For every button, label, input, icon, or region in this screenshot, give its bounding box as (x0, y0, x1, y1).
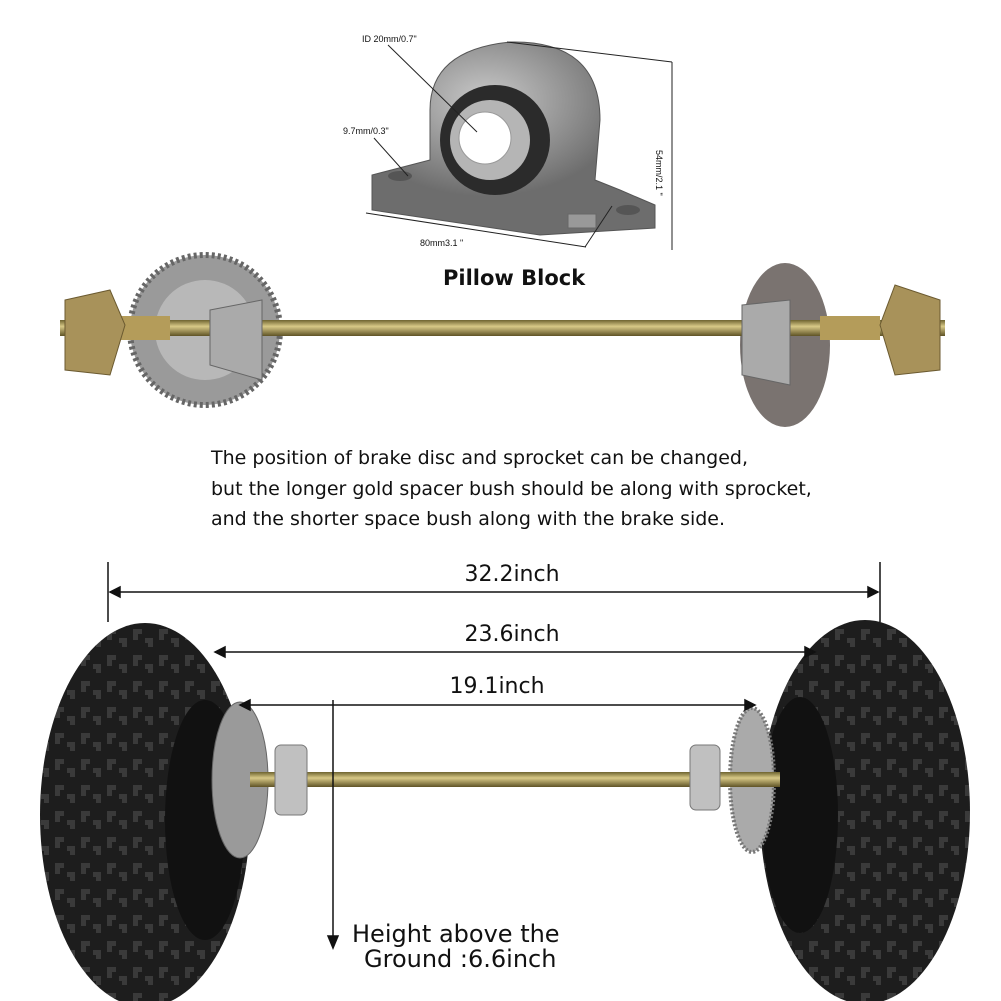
length-label: 80mm3.1 " (420, 238, 464, 248)
bearing-span-label: 19.1inch (449, 674, 545, 699)
inner-diameter-label: ID 20mm/0.7" (362, 34, 417, 44)
height-label: 54mm/2.1 " (654, 150, 664, 196)
axle-assembly-bottom (211, 701, 780, 859)
axle-assembly-top (60, 252, 945, 427)
note-line-3: and the shorter space bush along with th… (211, 508, 726, 530)
wheel-span-label: 23.6inch (464, 622, 560, 647)
pillow-block-dimension-lines (365, 41, 673, 250)
note-line-2: but the longer gold spacer bush should b… (211, 478, 812, 500)
note-line-1: The position of brake disc and sprocket … (211, 447, 749, 469)
height-line-2: Ground :6.6inch (364, 945, 557, 973)
overall-length-label: 32.2inch (464, 562, 560, 587)
hole-diameter-label: 9.7mm/0.3" (343, 126, 389, 136)
dimension-lines (107, 562, 881, 950)
pillow-block-title: Pillow Block (443, 266, 586, 290)
wheel-right (760, 620, 970, 1001)
height-line-1: Height above the (352, 920, 560, 948)
pillow-block-image (371, 41, 656, 236)
